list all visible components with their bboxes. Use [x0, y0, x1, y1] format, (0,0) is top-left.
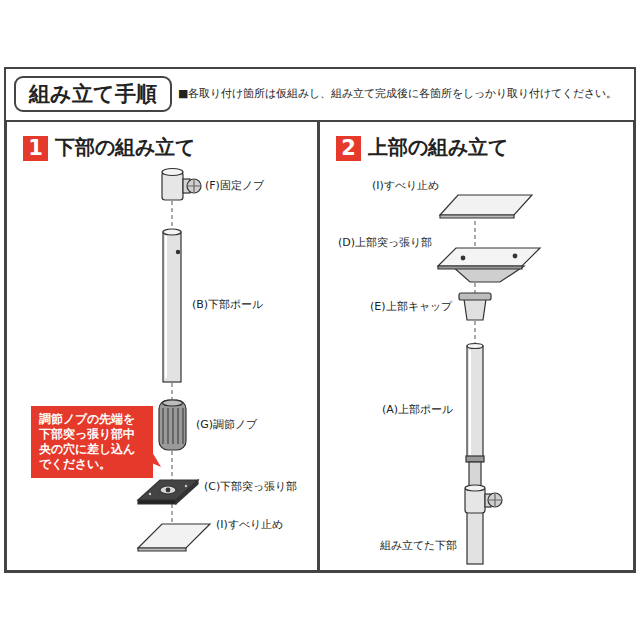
part-label: (D)上部突っ張り部	[338, 236, 432, 250]
title-box-text: 組み立て手順	[29, 80, 157, 108]
title-box: 組み立て手順	[14, 76, 172, 112]
step-number-text: 2	[341, 138, 356, 159]
callout-box: 調節ノブの先端を下部突っ張り部中央の穴に差し込んでください。	[31, 406, 153, 478]
adjust-knob	[159, 400, 186, 450]
lower-tension-base	[138, 480, 198, 504]
knob-rib	[162, 408, 164, 444]
lower-pole	[163, 229, 181, 382]
step-panel: 上部の組み立て 2	[318, 120, 635, 572]
step-panel: 下部の組み立て 1 調節ノブの先端を下部突っ張り部中央の穴に差し込んでください。	[5, 120, 319, 572]
outer-frame	[5, 68, 635, 572]
knob-rib	[172, 408, 174, 444]
part-label: (A)上部ポール	[382, 403, 453, 417]
part-label: 組み立てた下部	[380, 539, 457, 553]
knob-rib	[167, 408, 169, 444]
step-number: 2	[336, 136, 361, 161]
upper-tension-plate	[438, 248, 540, 282]
upper-pole	[466, 344, 484, 489]
step-number: 1	[23, 136, 48, 161]
part-label: (C)下部突っ張り部	[204, 480, 297, 494]
part-label: (F)固定ノブ	[205, 179, 264, 193]
part-label: (B)下部ポール	[192, 298, 263, 312]
fixing-knob	[162, 169, 201, 201]
part-label: (I)すべり止め	[372, 179, 439, 193]
step-panel-text: 上部の組み立て	[368, 134, 508, 161]
assembly-note: ■各取り付け箇所は仮組みし、組み立て完成後に各箇所をしっかり取り付けてください。	[178, 76, 632, 112]
callout-box-text: 調節ノブの先端を下部突っ張り部中央の穴に差し込んでください。	[39, 412, 145, 472]
part-label: (E)上部キャップ	[370, 300, 452, 314]
knob-rib	[177, 408, 179, 444]
assembled-lower-part	[465, 485, 502, 564]
knob-rib	[182, 408, 184, 444]
anti-slip-pad	[440, 195, 532, 218]
anti-slip-pad	[138, 524, 210, 551]
axis-line	[172, 201, 475, 524]
part-label: (G)調節ノブ	[196, 418, 257, 432]
step-panel-text: 下部の組み立て	[55, 134, 195, 161]
part-label: (I)すべり止め	[216, 518, 283, 532]
upper-cap	[459, 293, 491, 320]
step-number-text: 1	[28, 138, 43, 159]
